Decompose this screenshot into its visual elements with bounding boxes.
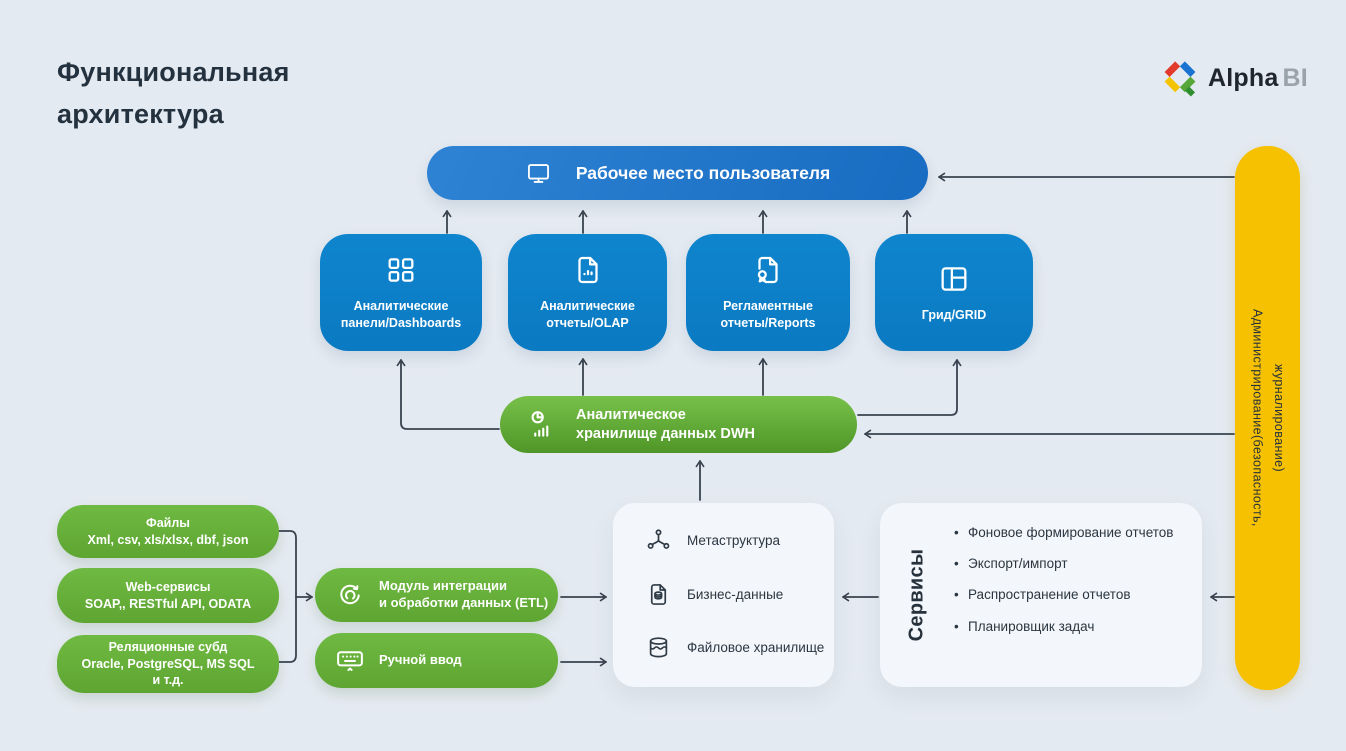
storage-row-label: Файловое хранилище: [687, 640, 825, 655]
admin-bar: Администрирование(безопасность, журналир…: [1235, 146, 1300, 690]
service-item: Планировщик задач: [954, 618, 1184, 636]
regulated-report-icon: [751, 253, 785, 287]
olap-report-icon: [571, 253, 605, 287]
keyboard-icon: [335, 646, 365, 676]
source-box-rdbms: Реляционные субд Oracle, PostgreSQL, MS …: [57, 635, 279, 693]
grid-icon: [937, 262, 971, 296]
feature-box-reports: Регламентные отчеты/Reports: [686, 234, 850, 351]
page-title: Функциональная архитектура: [57, 57, 290, 129]
logo-text-alpha: Alpha: [1208, 63, 1279, 92]
service-item: Фоновое формирование отчетов: [954, 524, 1184, 542]
workspace-bar-label: Рабочее место пользователя: [575, 162, 831, 183]
storage-row-label: Метаструктура: [687, 533, 781, 548]
workspace-bar: Рабочее место пользователя: [427, 146, 928, 200]
alpha-bi-logo-icon: [1161, 58, 1199, 98]
etl-module-box: Модуль интеграции и обработки данных (ET…: [315, 568, 558, 622]
service-item: Экспорт/импорт: [954, 555, 1184, 573]
services-card: Сервисы Фоновое формирование отчетов Экс…: [880, 503, 1202, 687]
dwh-box: Аналитическое хранилище данных DWH: [500, 396, 857, 453]
service-item: Распространение отчетов: [954, 586, 1184, 604]
manual-input-label: Ручной ввод: [379, 652, 462, 668]
dwh-label: Аналитическое хранилище данных DWH: [576, 406, 755, 442]
services-title: Сервисы: [905, 548, 928, 642]
logo-text-bi: BI: [1282, 63, 1308, 92]
feature-box-grid: Грид/GRID: [875, 234, 1033, 351]
storage-row-business-data: Бизнес-данные: [645, 581, 834, 608]
feature-label: Регламентные отчеты/Reports: [720, 299, 816, 330]
monitor-icon: [525, 160, 552, 187]
dashboard-icon: [384, 253, 418, 287]
metastructure-icon: [645, 527, 672, 554]
feature-box-olap: Аналитические отчеты/OLAP: [508, 234, 667, 351]
feature-label: Аналитические панели/Dashboards: [340, 299, 462, 330]
storage-row-label: Бизнес-данные: [687, 586, 784, 602]
etl-icon: [335, 580, 365, 610]
feature-label: Аналитические отчеты/OLAP: [540, 299, 635, 330]
storage-card: Метаструктура Бизнес-данные: [613, 503, 834, 687]
dwh-storage-icon: [527, 409, 559, 441]
storage-row-file-storage: Файловое хранилище: [645, 634, 834, 661]
feature-box-dashboards: Аналитические панели/Dashboards: [320, 234, 482, 351]
storage-row-metastructure: Метаструктура: [645, 527, 834, 554]
services-list: Фоновое формирование отчетов Экспорт/имп…: [880, 503, 1202, 636]
file-storage-icon: [645, 634, 672, 661]
source-box-web-services: Web-сервисы SOAP,, RESTful API, ODATA: [57, 568, 279, 623]
admin-bar-label: Администрирование(безопасность, журналир…: [1250, 309, 1286, 527]
manual-input-box: Ручной ввод: [315, 633, 558, 688]
source-box-files: Файлы Xml, csv, xls/xlsx, dbf, json: [57, 505, 279, 558]
etl-module-label: Модуль интеграции и обработки данных (ET…: [379, 578, 549, 610]
feature-label: Грид/GRID: [921, 307, 987, 322]
business-data-icon: [645, 581, 672, 608]
